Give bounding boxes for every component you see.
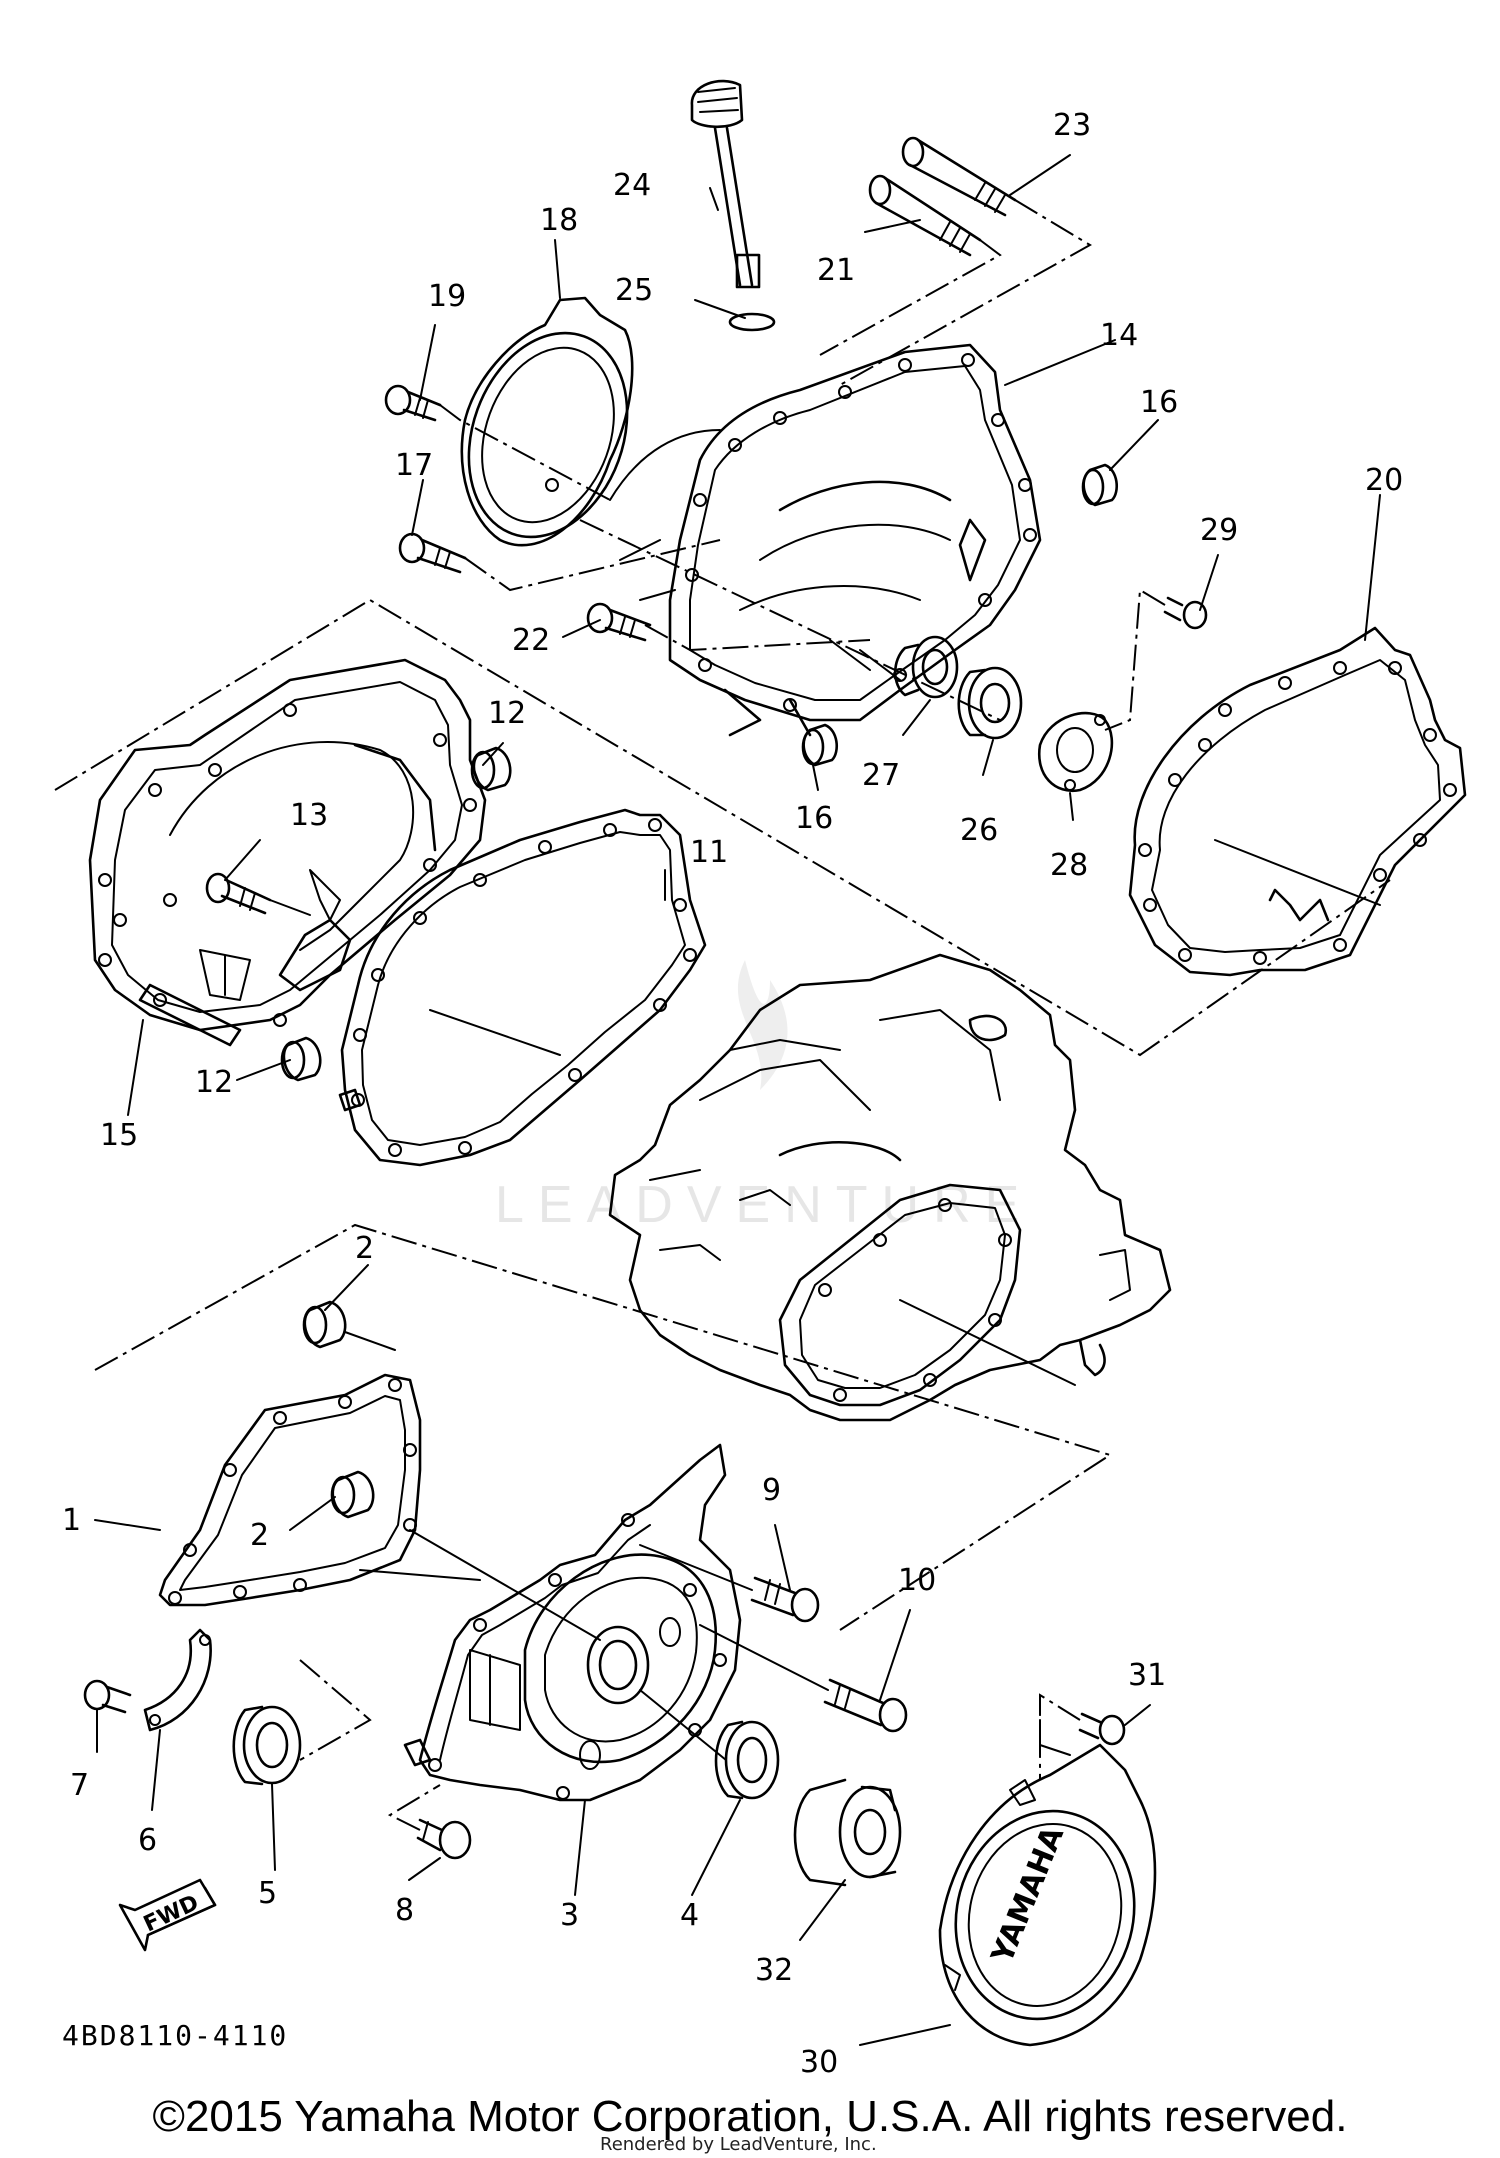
- callout-numbers: 1 2 2 3 4 5 6 7 8 9 10 11 12 12 13 14 15…: [62, 108, 1403, 2080]
- drawing-code: 4BD8110-4110: [62, 2019, 288, 2052]
- callout-16-upper: 16: [1140, 385, 1178, 420]
- leader-screw-19: [439, 404, 611, 501]
- callout-2-lower: 2: [250, 1518, 269, 1553]
- callout-leaders: [94, 154, 1381, 2046]
- part-30-cover: YAMAHA: [938, 1719, 1157, 2047]
- part-18-cover: [460, 296, 634, 547]
- part-17-screw: [398, 532, 467, 574]
- part-12-dowel-upper: [470, 746, 512, 792]
- callout-10: 10: [898, 1563, 936, 1598]
- part-12-dowel-lower: [280, 1036, 322, 1082]
- part-2-dowel-lower: [330, 1470, 375, 1519]
- callout-21: 21: [817, 253, 855, 288]
- part-14-crankcase-cover: [609, 343, 1042, 737]
- part-6-plate: [143, 1628, 212, 1732]
- part-7-screw: [83, 1679, 132, 1714]
- callout-26: 26: [960, 813, 998, 848]
- callout-24: 24: [613, 168, 651, 203]
- cover-logo: YAMAHA: [985, 1821, 1072, 1969]
- leader-bolt-23: [839, 199, 1092, 386]
- part-1-gasket: [158, 1373, 422, 1607]
- callout-6: 6: [138, 1823, 157, 1858]
- leader-screw-22: [579, 519, 1001, 721]
- part-31-screw: [1078, 1712, 1126, 1746]
- callout-9: 9: [762, 1473, 781, 1508]
- callout-23: 23: [1053, 108, 1091, 143]
- fwd-label: FWD: [140, 1890, 203, 1937]
- part-16-dowel-lower: [801, 723, 839, 767]
- fwd-arrow-icon: FWD: [118, 1878, 217, 1952]
- leader-screw-8: [387, 1784, 441, 1831]
- part-9-bolt: [639, 1544, 820, 1623]
- callout-25: 25: [615, 273, 653, 308]
- callout-12-upper: 12: [488, 696, 526, 731]
- leader-seal-5: [299, 1659, 372, 1761]
- callout-13: 13: [290, 798, 328, 833]
- part-22-screw: [586, 602, 652, 642]
- callout-28: 28: [1050, 848, 1088, 883]
- callout-5: 5: [258, 1876, 277, 1911]
- callout-15: 15: [100, 1118, 138, 1153]
- part-26-oil-seal: [957, 666, 1023, 740]
- watermark-text: LEADVENTURE: [495, 1176, 1033, 1234]
- part-8-screw: [416, 1818, 472, 1860]
- part-2-dowel-upper: [302, 1300, 396, 1351]
- leader-bolt-21: [819, 239, 1002, 356]
- group-bracket-top: [54, 598, 1391, 1057]
- callout-11: 11: [690, 835, 728, 870]
- callout-3: 3: [560, 1898, 579, 1933]
- rendered-by-credit: Rendered by LeadVenture, Inc.: [600, 2134, 877, 2155]
- part-24-dipstick: [690, 79, 761, 289]
- part-10-bolt: [699, 1624, 908, 1733]
- callout-19: 19: [428, 279, 466, 314]
- leader-gasket-1-inner: [359, 1529, 601, 1641]
- callout-4: 4: [680, 1898, 699, 1933]
- part-28-plate: [1037, 711, 1114, 793]
- callout-30: 30: [800, 2045, 838, 2080]
- leader-screw-29: [1104, 588, 1166, 731]
- leader-gasket-11-inner: [429, 1009, 561, 1056]
- part-4-oil-seal: [639, 1689, 780, 1800]
- callout-20: 20: [1365, 463, 1403, 498]
- callout-8: 8: [395, 1893, 414, 1928]
- callout-29: 29: [1200, 513, 1238, 548]
- callout-2-upper: 2: [355, 1231, 374, 1266]
- part-11-gasket: [338, 808, 707, 1167]
- callout-22: 22: [512, 623, 550, 658]
- callout-17: 17: [395, 448, 433, 483]
- part-20-gasket: [1128, 626, 1467, 977]
- part-5-oil-seal: [232, 1705, 302, 1786]
- part-27-bearing: [893, 635, 959, 699]
- engine-crankcase: [608, 953, 1172, 1422]
- callout-27: 27: [862, 758, 900, 793]
- callout-31: 31: [1128, 1658, 1166, 1693]
- leader-screw-31: [1039, 1693, 1081, 1780]
- part-29-screw: [1163, 596, 1208, 630]
- callout-14: 14: [1100, 318, 1138, 353]
- callout-7: 7: [70, 1768, 89, 1803]
- callout-16-lower: 16: [795, 801, 833, 836]
- group-bracket-bottom: [94, 1223, 1113, 1631]
- part-23-bolt: [901, 136, 1017, 217]
- copyright-notice: ©2015 Yamaha Motor Corporation, U.S.A. A…: [152, 2092, 1348, 2141]
- part-25-o-ring: [728, 312, 776, 332]
- leader-screw-17: [464, 539, 721, 592]
- part-3-crankcase-cover: [403, 1443, 742, 1802]
- part-16-dowel-upper: [1081, 463, 1119, 507]
- callout-1: 1: [62, 1503, 81, 1538]
- part-19-screw: [384, 384, 442, 422]
- callout-12-lower: 12: [195, 1065, 233, 1100]
- part-13-bolt: [205, 872, 311, 916]
- leader-gasket-20-inner: [1214, 839, 1381, 906]
- watermark: LEADVENTURE: [495, 960, 1033, 1234]
- callout-32: 32: [755, 1953, 793, 1988]
- part-15-cover-housing: [88, 658, 487, 1047]
- callout-18: 18: [540, 203, 578, 238]
- part-32-collar: [793, 1778, 902, 1887]
- part-21-bolt: [868, 174, 982, 257]
